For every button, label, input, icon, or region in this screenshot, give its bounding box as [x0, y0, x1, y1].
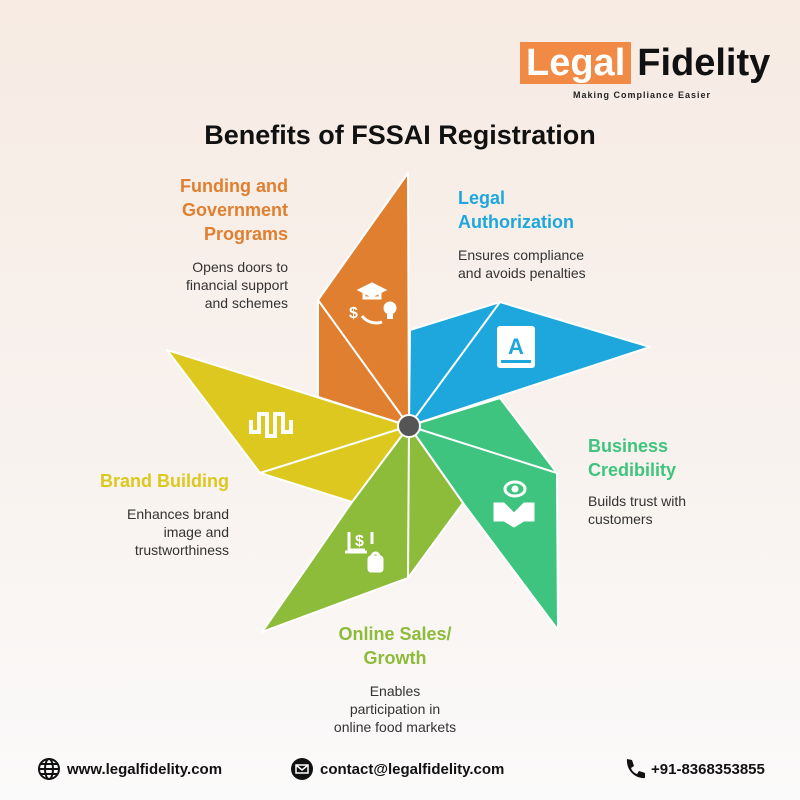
benefit-desc: image and	[163, 524, 229, 540]
footer-phone[interactable]: +91-8368353855	[623, 757, 765, 781]
benefit-desc: customers	[588, 511, 653, 527]
benefit-credibility: Business Credibility Builds trust with c…	[588, 434, 788, 528]
email-link[interactable]: contact@legalfidelity.com	[320, 760, 505, 778]
graduation-money-idea-icon: $	[349, 282, 397, 325]
globe-icon	[38, 758, 60, 780]
benefit-funding: Funding and Government Programs Opens do…	[88, 174, 288, 312]
wave-pattern-icon	[249, 412, 293, 438]
benefit-legal: Legal Authorization Ensures compliance a…	[458, 186, 658, 282]
benefit-desc: and schemes	[204, 295, 288, 311]
benefit-title: Growth	[363, 648, 427, 668]
benefit-title: Legal	[458, 188, 506, 208]
benefit-desc: Ensures compliance	[458, 247, 585, 263]
benefit-title: Brand Building	[100, 471, 229, 491]
benefit-title: Online Sales/	[338, 624, 452, 644]
benefit-online: Online Sales/ Growth Enables participati…	[295, 622, 495, 736]
brand-logo: Legal Fidelity	[520, 42, 770, 84]
benefit-desc: Enables	[369, 683, 421, 699]
phone-number[interactable]: +91-8368353855	[651, 760, 765, 778]
benefit-desc: participation in	[349, 701, 441, 717]
phone-icon	[626, 759, 645, 779]
benefit-title: Authorization	[458, 212, 574, 232]
mail-icon	[291, 758, 313, 780]
logo-part2: Fidelity	[637, 42, 771, 84]
benefit-brand: Brand Building Enhances brand image and …	[29, 469, 229, 559]
benefit-title: Business	[588, 436, 669, 456]
benefit-desc: Opens doors to	[192, 259, 288, 275]
svg-text:A: A	[508, 334, 524, 359]
benefit-title: Credibility	[588, 460, 677, 480]
page-title: Benefits of FSSAI Registration	[204, 120, 596, 150]
website-link[interactable]: www.legalfidelity.com	[67, 760, 223, 778]
laptop-dollar-bag-icon: $	[345, 532, 384, 573]
benefit-desc: Enhances brand	[127, 506, 229, 522]
benefit-desc: online food markets	[333, 719, 457, 735]
footer-email[interactable]: contact@legalfidelity.com	[290, 757, 504, 781]
benefit-desc: Builds trust with	[588, 493, 687, 509]
benefit-title: Government	[181, 200, 288, 220]
logo-part1: Legal	[520, 42, 632, 84]
benefit-desc: trustworthiness	[134, 542, 229, 558]
benefit-title: Programs	[203, 224, 288, 244]
center-hub	[397, 414, 421, 438]
petal-brand	[166, 349, 410, 503]
eye-handshake-icon	[493, 480, 535, 528]
tagline: Making Compliance Easier	[573, 90, 712, 100]
footer-website[interactable]: www.legalfidelity.com	[37, 757, 222, 781]
benefit-desc: financial support	[186, 277, 288, 293]
book-a-icon: A	[497, 326, 535, 368]
svg-text:$: $	[349, 305, 358, 322]
benefit-desc: and avoids penalties	[458, 265, 586, 281]
benefit-title: Funding and	[180, 176, 288, 196]
svg-text:$: $	[355, 533, 364, 550]
